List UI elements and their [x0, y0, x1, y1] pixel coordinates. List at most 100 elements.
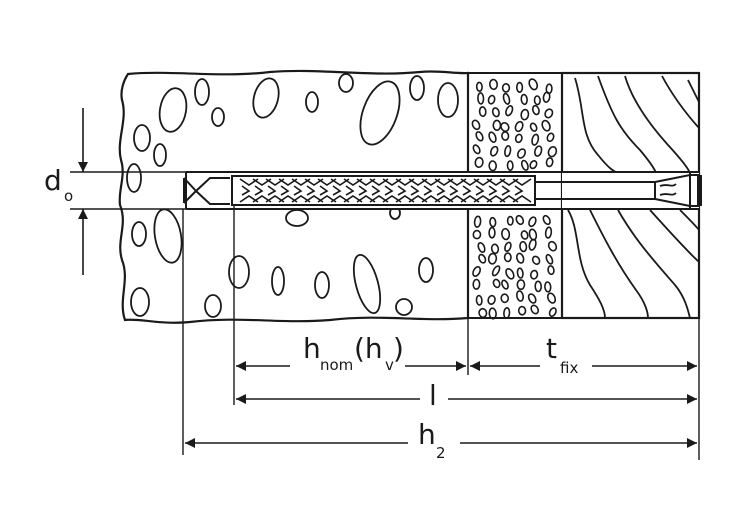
plaster-dot [519, 240, 528, 253]
plaster-dot [534, 280, 543, 293]
plaster-dot [488, 307, 497, 320]
plaster-dot [520, 93, 528, 106]
plaster-dot [545, 157, 554, 168]
t-fix-label: t [546, 332, 557, 365]
plaster-dot [547, 265, 555, 276]
plaster-dot [545, 253, 554, 265]
h-v-label: (h [354, 332, 383, 365]
h-v-label-close: ) [393, 332, 404, 365]
h2-label: h [418, 418, 436, 451]
plaster-dot [547, 240, 558, 252]
h-nom-label-subscript: nom [320, 356, 353, 374]
anchor-expansion-ribs [239, 178, 532, 203]
plaster-dot [516, 279, 526, 291]
plaster-dot [471, 119, 481, 131]
plaster-dot [501, 83, 511, 93]
plaster-dot [475, 81, 483, 92]
length-label: l [429, 379, 437, 412]
plaster-dot [531, 104, 540, 116]
plaster-dot [527, 293, 537, 304]
diameter-dimension: d o [44, 108, 186, 275]
plaster-dot-pattern [471, 78, 558, 320]
plaster-dot [514, 133, 523, 144]
plaster-dot [504, 241, 512, 253]
frame-anchor [183, 172, 702, 209]
anchor-tip [183, 177, 230, 205]
plaster-dot [529, 269, 539, 280]
plaster-dot [501, 279, 509, 290]
plaster-dot [475, 294, 483, 306]
plaster-dot [478, 307, 488, 319]
plaster-dot [502, 92, 511, 105]
plaster-dot [516, 252, 525, 264]
plaster-dot [490, 243, 500, 255]
plaster-dot [520, 159, 529, 171]
plaster-dot [503, 307, 511, 319]
plaster-dot [503, 252, 512, 263]
plaster-dot [542, 214, 551, 226]
plaster-dot [520, 108, 530, 121]
plaster-dot [542, 91, 551, 103]
plaster-dot [488, 131, 497, 143]
drill-hole [185, 171, 699, 210]
plaster-dot [474, 156, 484, 168]
h-nom-label: h [303, 332, 321, 365]
diameter-label-subscript: o [64, 187, 73, 205]
t-fix-dimension: t fix [470, 332, 697, 377]
plaster-dot [528, 238, 537, 251]
plaster-dot [528, 216, 537, 228]
plaster-dot [478, 106, 487, 118]
plaster-dot [478, 253, 487, 264]
plaster-dot [488, 160, 498, 172]
plaster-dot [500, 293, 510, 304]
plaster-dot [505, 105, 514, 117]
plaster-dot [475, 131, 484, 142]
plaster-dot [546, 292, 557, 304]
plaster-dot [491, 107, 500, 118]
anchor-screw [534, 172, 702, 209]
concrete-base-material [118, 69, 470, 324]
plaster-dot [505, 268, 515, 280]
plaster-dot [501, 131, 510, 141]
h-nom-dimension: h nom (h v ) [236, 332, 466, 374]
plaster-dot [487, 294, 496, 305]
plaster-dot [477, 92, 485, 105]
expansion-rib [512, 178, 532, 203]
plaster-dot [489, 216, 497, 228]
plaster-dot [516, 267, 524, 279]
plaster-dot [487, 94, 496, 105]
t-fix-label-subscript: fix [560, 359, 578, 377]
plaster-dot [477, 242, 486, 253]
plaster-dot [547, 146, 558, 158]
plaster-dot [533, 95, 541, 106]
extension-lines [182, 205, 700, 460]
plaster-dot [492, 278, 501, 289]
plaster-dot [541, 119, 551, 132]
plaster-dot [516, 290, 524, 302]
plaster-dot [504, 145, 512, 158]
plaster-dot [520, 230, 529, 240]
plaster-dot [472, 266, 482, 277]
plaster-dot [472, 144, 481, 155]
plaster-dot [472, 229, 482, 240]
plaster-dot [528, 78, 539, 91]
plaster-dot [501, 227, 511, 241]
plaster-dot [546, 132, 555, 143]
plaster-dot [492, 119, 502, 131]
plaster-dot [488, 78, 499, 91]
plaster-dot [544, 281, 552, 293]
plaster-dot [487, 252, 498, 265]
plaster-dot [533, 145, 543, 157]
plaster-dot [489, 145, 499, 157]
plaster-dot [473, 215, 482, 228]
plaster-dot [506, 160, 514, 171]
plaster-dot [515, 214, 525, 226]
plaster-dot [531, 133, 540, 146]
plaster-dot [491, 265, 501, 277]
h2-dimension: h 2 [185, 418, 697, 462]
plaster-dot [544, 108, 554, 119]
plaster-dot [514, 120, 524, 133]
plaster-dot [529, 122, 538, 132]
plaster-dot [472, 278, 481, 290]
plaster-dot [548, 307, 557, 318]
